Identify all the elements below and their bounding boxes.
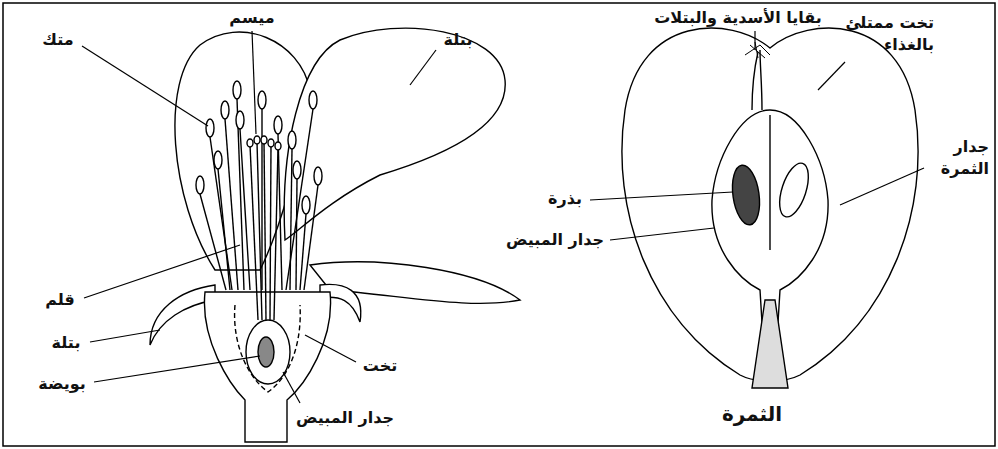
part-label: ميسم [229,7,274,29]
frame [3,3,995,446]
part-label: بتلة [52,332,81,354]
leader-lines [82,31,924,403]
flower-drawing [150,28,520,442]
part-label: جدار المبيض [506,229,604,251]
part-label: بتلة [444,29,473,51]
part-label: بقايا الأسدية والبتلات [654,7,822,29]
part-label: بذرة [548,188,582,210]
part-label: جدار المبيض [296,407,394,429]
fruit-drawing [622,28,918,388]
part-label: بويضة [38,373,86,395]
part-label: تخت [363,355,397,377]
part-label: متك [42,29,73,51]
figure-caption: الثمرة [722,401,782,428]
part-label: جدار الثمرة [927,136,989,179]
part-label: قلم [45,289,75,311]
part-label: تخت ممتلئ بالغذاء [822,12,934,55]
